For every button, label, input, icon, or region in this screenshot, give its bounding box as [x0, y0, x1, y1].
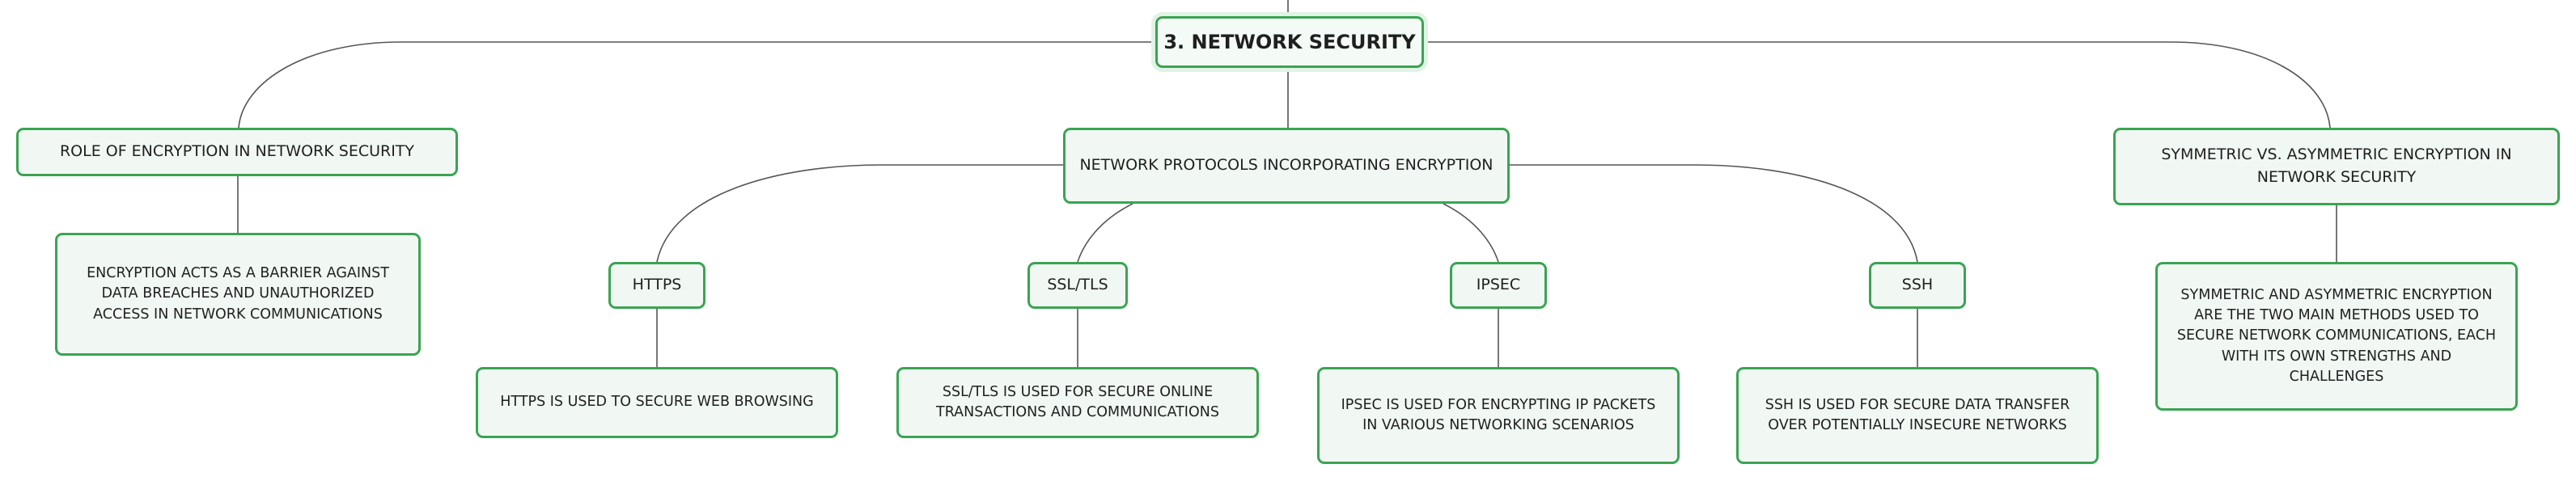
subtopic-ipsec-label: IPSEC	[1476, 276, 1521, 294]
detail-https[interactable]: HTTPS IS USED TO SECURE WEB BROWSING	[476, 367, 838, 438]
subtopic-ssltls-label: SSL/TLS	[1047, 276, 1108, 294]
subtopic-https[interactable]: HTTPS	[608, 262, 705, 309]
detail-ssh-text: SSH IS USED FOR SECURE DATA TRANSFER OVE…	[1765, 396, 2070, 433]
topic-symmetric-vs-asymmetric[interactable]: SYMMETRIC VS. ASYMMETRIC ENCRYPTION IN N…	[2113, 128, 2560, 205]
detail-ipsec-text: IPSEC IS USED FOR ENCRYPTING IP PACKETS …	[1341, 396, 1656, 433]
connector-protocols-https	[656, 164, 1063, 263]
detail-symmetric-vs-asymmetric[interactable]: SYMMETRIC AND ASYMMETRIC ENCRYPTION ARE …	[2155, 262, 2518, 411]
topic-role-of-encryption[interactable]: ROLE OF ENCRYPTION IN NETWORK SECURITY	[16, 128, 458, 176]
connector-root-role	[238, 41, 1155, 129]
subtopic-ssl-tls[interactable]: SSL/TLS	[1027, 262, 1128, 309]
connector-root-symmetric	[1424, 41, 2331, 129]
detail-role-of-encryption[interactable]: ENCRYPTION ACTS AS A BARRIER AGAINST DAT…	[55, 233, 421, 356]
subtopic-ipsec[interactable]: IPSEC	[1450, 262, 1547, 309]
detail-ssh[interactable]: SSH IS USED FOR SECURE DATA TRANSFER OVE…	[1736, 367, 2099, 464]
detail-ssltls-text: SSL/TLS IS USED FOR SECURE ONLINE TRANSA…	[936, 383, 1219, 420]
detail-symmetric-text: SYMMETRIC AND ASYMMETRIC ENCRYPTION ARE …	[2176, 286, 2497, 386]
subtopic-https-label: HTTPS	[632, 276, 682, 294]
connector-protocols-ipsec	[1443, 203, 1499, 263]
topic-role-label: ROLE OF ENCRYPTION IN NETWORK SECURITY	[59, 142, 415, 161]
topic-network-protocols[interactable]: NETWORK PROTOCOLS INCORPORATING ENCRYPTI…	[1063, 128, 1510, 204]
subtopic-ssh[interactable]: SSH	[1869, 262, 1966, 309]
topic-protocols-label: NETWORK PROTOCOLS INCORPORATING ENCRYPTI…	[1079, 156, 1493, 175]
topic-symmetric-label: SYMMETRIC VS. ASYMMETRIC ENCRYPTION IN N…	[2161, 146, 2512, 186]
detail-ssl-tls[interactable]: SSL/TLS IS USED FOR SECURE ONLINE TRANSA…	[896, 367, 1259, 438]
subtopic-ssh-label: SSH	[1901, 276, 1934, 294]
connector-protocols-ssh	[1510, 164, 1918, 263]
root-node-label: 3. NETWORK SECURITY	[1163, 30, 1416, 53]
root-node-network-security[interactable]: 3. NETWORK SECURITY	[1155, 16, 1424, 68]
detail-ipsec[interactable]: IPSEC IS USED FOR ENCRYPTING IP PACKETS …	[1317, 367, 1680, 464]
detail-https-text: HTTPS IS USED TO SECURE WEB BROWSING	[500, 394, 814, 411]
connector-protocols-ssltls	[1077, 203, 1133, 263]
detail-role-text: ENCRYPTION ACTS AS A BARRIER AGAINST DAT…	[87, 264, 389, 323]
